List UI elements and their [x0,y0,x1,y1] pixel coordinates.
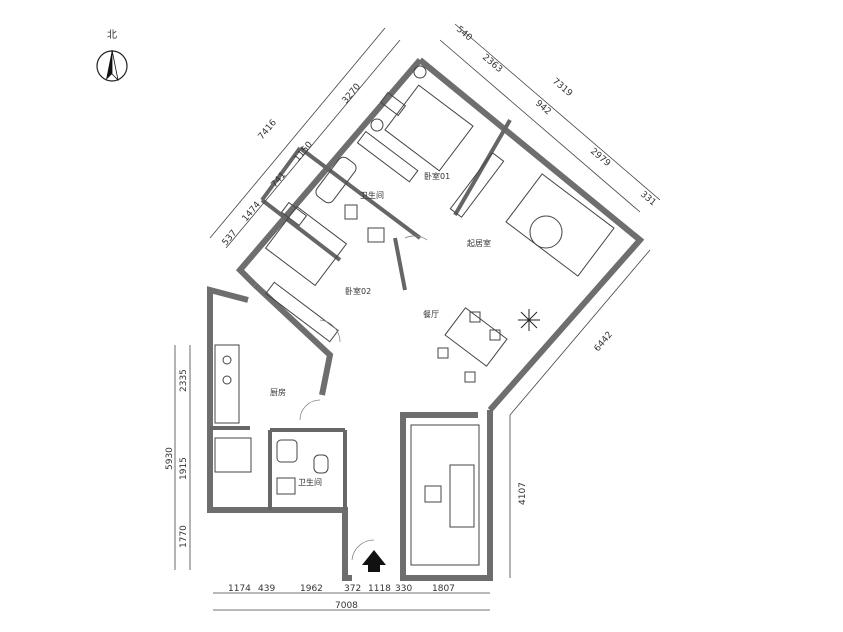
wall-bath-south [270,507,352,581]
coffee-table [529,215,563,249]
sofa [505,173,615,277]
wall-kitchen-west [207,286,270,513]
furniture [214,65,615,566]
dim-tl-5: 3270 [341,82,364,106]
dim-left-3: 1770 [179,525,189,548]
room-label-bathroom-lower: 卫生间 [298,477,322,487]
dining-chair-4 [469,311,481,323]
bathtub [315,156,357,204]
door-kitchen [299,399,321,421]
dim-right-lower: 4107 [518,482,528,505]
door-swings [299,235,428,561]
bed-01 [384,84,474,172]
nightstand-lamp-01 [413,65,427,79]
dim-tr-3: 7319 [550,77,574,100]
dim-tr-4: 2979 [588,147,612,170]
dim-bottom-6: 1807 [432,584,455,594]
dim-bottom-1: 439 [258,584,275,594]
dim-bottom-4: 1118 [368,584,391,594]
north-compass: 北 [96,29,128,82]
dim-bottom-2: 1962 [300,584,323,594]
dim-right-diag: 6442 [593,330,615,354]
dim-tr-2: 942 [533,99,553,118]
bed-02 [264,205,348,287]
room-label-bedroom02: 卧室02 [345,286,371,296]
wall-northwest [235,58,423,288]
dim-line-top-left-outer [209,27,386,239]
sink-lower [276,477,296,495]
room-label-living: 起居室 [467,238,491,248]
door-entry [351,539,375,561]
wall-bath-west [260,146,302,202]
compass-arrow-left [106,50,112,80]
dim-line-top-left-inner [225,39,401,249]
wall-kitchen-diag [252,282,334,396]
dim-line-top-right-inner [439,39,641,213]
room-label-kitchen: 厨房 [270,387,286,397]
compass-label: 北 [107,29,117,41]
plant-icon [518,309,540,331]
door-bed02 [319,319,341,343]
tv-cabinet [449,152,505,218]
dining-chair-3 [489,329,501,341]
wall-bath-east [393,237,407,291]
dimension-lines [174,23,661,611]
outer-walls [207,57,645,581]
room-label-dining: 餐厅 [423,310,439,319]
sink-upper [367,227,385,243]
dining-chair-1 [437,347,449,359]
dim-tr-5: 331 [638,190,658,209]
dim-tl-1: 1474 [241,200,264,224]
dim-bottom-total: 7008 [335,601,358,611]
fridge [214,437,252,473]
dim-left-0: 2335 [179,369,189,392]
study-chair [424,485,442,503]
dining-chair-2 [464,371,476,383]
study-inner [410,424,480,566]
wall-northeast [418,57,645,412]
shower [276,439,298,463]
dim-left-1: 5930 [165,447,175,470]
dim-tl-0: 537 [221,228,240,248]
stove-burner-2 [222,375,232,385]
nightstand-lamp-02 [370,118,384,132]
dim-tl-4: 7416 [257,118,280,142]
compass-arrow-right [111,49,119,82]
dim-tr-0: 540 [454,25,474,44]
stove-burner-1 [222,355,232,365]
wall-study [400,410,493,581]
inner-walls [210,118,512,510]
door-bed01 [404,235,428,241]
wall-bed02-north [260,198,342,262]
dim-line-right-diag [509,249,651,416]
dim-bottom-0: 1174 [228,584,251,594]
room-label-bedroom01: 卧室01 [424,171,450,181]
wardrobe-01 [356,130,419,183]
dim-tl-2: 741 [270,170,289,190]
dim-bottom-3: 372 [344,584,361,594]
dining-table [444,307,508,367]
dim-left-2: 1915 [179,457,189,480]
wall-bed01-south [298,146,422,240]
pillow-01 [379,91,407,117]
pillow-02 [280,201,308,227]
wall-living-west [453,118,512,217]
entrance-arrow-icon [362,550,386,572]
wardrobe-02 [265,281,339,343]
dim-bottom-5: 330 [395,584,412,594]
kitchen-counter [214,344,240,424]
dim-line-top-right-outer [454,23,661,201]
study-desk [449,464,475,528]
toilet-upper [344,204,358,220]
room-label-bathroom-upper: 卫生间 [360,190,384,200]
toilet-lower [313,454,329,474]
